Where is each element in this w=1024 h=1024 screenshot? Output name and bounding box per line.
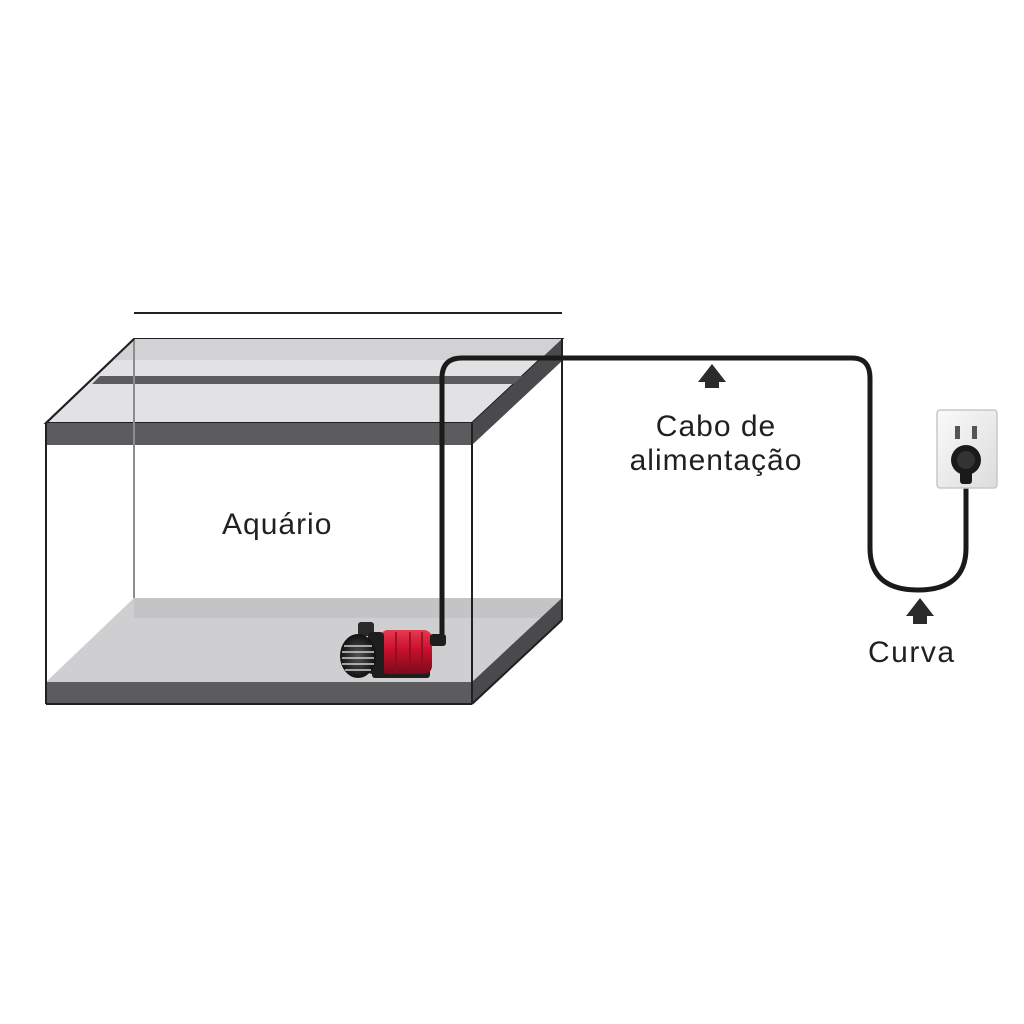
tank-floor	[46, 598, 562, 682]
power-cable	[439, 355, 969, 639]
up-arrow-icon	[906, 598, 934, 624]
power-cable-label-line2: alimentação	[629, 444, 803, 477]
aquarium-tank	[43, 338, 565, 705]
power-cable-label-line1: Cabo de	[655, 410, 777, 443]
power-cable-label: Cabo de alimentação	[600, 410, 832, 478]
pump-icon	[340, 622, 446, 678]
up-arrow-icon	[698, 364, 726, 388]
curve-label: Curva	[868, 636, 956, 669]
aquarium-label: Aquário	[222, 508, 333, 541]
plug-icon	[951, 445, 981, 484]
tank-bottom-frame	[46, 682, 472, 704]
tank-top-frame	[46, 423, 472, 445]
